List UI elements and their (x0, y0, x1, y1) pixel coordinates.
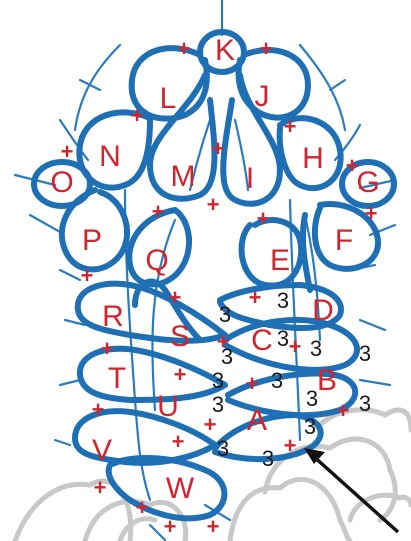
ring-label-i: I (246, 162, 254, 195)
stitch-count: 3 (277, 326, 289, 351)
picot-mark: + (257, 206, 270, 231)
stitch-count: 3 (212, 392, 224, 417)
ring-label-p: P (82, 224, 102, 257)
ring-label-d: D (312, 294, 334, 327)
picot-mark: + (61, 139, 74, 164)
picot-mark: + (346, 153, 359, 178)
picot-mark: + (207, 514, 220, 539)
ring-label-m: M (171, 160, 196, 193)
ring-label-a: A (247, 404, 267, 437)
picot-mark: + (260, 36, 273, 61)
ring-label-u: U (157, 390, 179, 423)
ring-label-w: W (166, 472, 195, 505)
ring-label-t: T (108, 362, 126, 395)
picot-mark: + (217, 329, 230, 354)
ring-label-n: N (99, 140, 121, 173)
picot-mark: + (164, 514, 177, 539)
picot-mark: + (365, 201, 378, 226)
stitch-count: 3 (221, 344, 233, 369)
stitch-count: 3 (310, 336, 322, 361)
stitch-count: 3 (217, 436, 229, 461)
picot-mark: + (207, 192, 220, 217)
stitch-count: 3 (359, 391, 371, 416)
picot-mark: + (174, 362, 187, 387)
ring-label-o: O (50, 166, 73, 199)
picot-mark: + (136, 495, 149, 520)
picot-mark: + (249, 285, 262, 310)
ring-label-k: K (215, 34, 235, 67)
ring-label-q: Q (145, 244, 168, 277)
stitch-count: 3 (304, 414, 316, 439)
start-arrow (304, 448, 400, 534)
stitch-count: 3 (359, 341, 371, 366)
ring-label-f: F (335, 224, 353, 257)
picot-mark: + (284, 114, 297, 139)
stitch-count: 3 (277, 288, 289, 313)
rings (31, 29, 397, 522)
ring-label-r: R (102, 300, 124, 333)
ring-label-h: H (302, 142, 324, 175)
ring-label-j: J (255, 80, 270, 113)
picot-mark: + (204, 412, 217, 437)
picot-marks: ++++++++++++++++++++++++++++ (61, 36, 378, 539)
stitch-count: 3 (212, 368, 224, 393)
picot-mark: + (246, 371, 259, 396)
stitch-count: 3 (271, 368, 283, 393)
picot-mark: + (212, 136, 225, 161)
ring-label-b: B (317, 364, 337, 397)
picot-mark: + (337, 398, 350, 423)
picot-mark: + (131, 103, 144, 128)
ring-label-g: G (356, 166, 379, 199)
picot-mark: + (169, 285, 182, 310)
ring-label-c: C (251, 324, 273, 357)
picot-mark: + (94, 475, 107, 500)
stitch-count: 3 (306, 386, 318, 411)
picot-mark: + (178, 36, 191, 61)
picot-mark: + (81, 263, 94, 288)
picot-mark: + (152, 199, 165, 224)
picot-mark: + (92, 397, 105, 422)
picot-mark: + (172, 429, 185, 454)
ring-labels: K L J N M I H O G P Q E F R S D C T B U A V W (50, 34, 379, 505)
picot-mark: + (284, 433, 297, 458)
ring-label-l: L (160, 82, 177, 115)
picot-mark: + (101, 336, 114, 361)
ring-label-e: E (270, 244, 290, 277)
ring-label-s: S (170, 320, 190, 353)
picot-mark: + (289, 334, 302, 359)
ring-label-v: V (92, 434, 112, 467)
stitch-count: 3 (219, 302, 231, 327)
stitch-count: 3 (262, 446, 274, 471)
